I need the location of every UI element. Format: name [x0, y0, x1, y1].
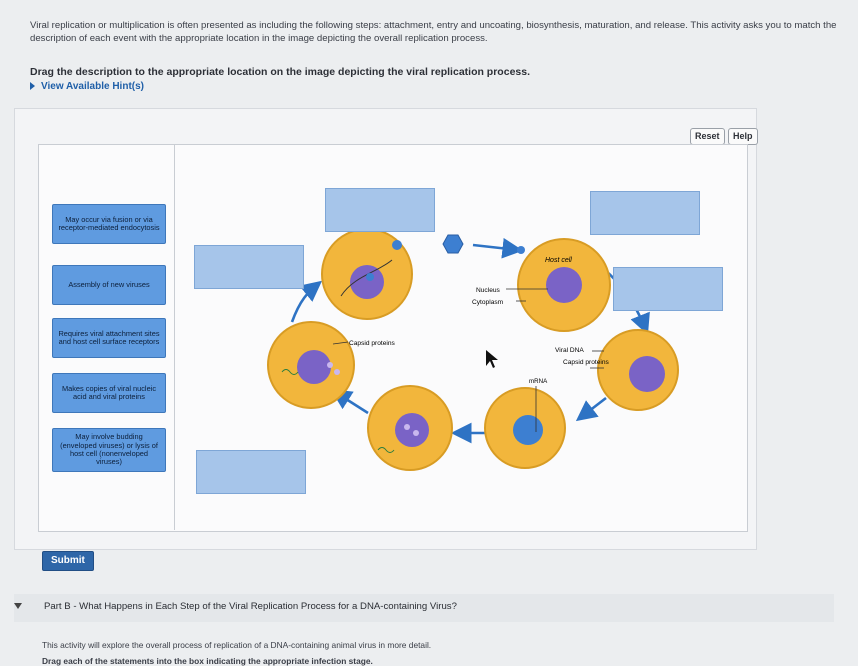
cell-assembly: Capsid proteins: [267, 321, 396, 409]
capsid-proteins-right-label: Capsid proteins: [563, 359, 610, 366]
drag-instructions: Drag the description to the appropriate …: [30, 66, 531, 78]
cell-release: Viral DNA Capsid proteins: [555, 329, 679, 411]
host-cell-label: Host cell: [545, 257, 572, 264]
cytoplasm-label: Cytoplasm: [472, 299, 504, 306]
arrow-virus-to-host: [472, 237, 524, 259]
cell-biosynthesis-left: [367, 385, 453, 471]
dropzone-top-right[interactable]: [590, 191, 700, 235]
free-virus: [442, 234, 464, 254]
nucleus-label: Nucleus: [476, 287, 501, 294]
caret-right-icon: [30, 82, 35, 91]
help-button[interactable]: Help: [728, 128, 758, 145]
instructions-paragraph: Viral replication or multiplication is o…: [30, 20, 837, 44]
viral-dna-label: Viral DNA: [555, 347, 584, 354]
drag-label-entry[interactable]: May occur via fusion or via receptor-med…: [52, 204, 166, 244]
drag-label-release[interactable]: May involve budding (enveloped viruses) …: [52, 428, 166, 472]
view-hints-label: View Available Hint(s): [41, 81, 144, 92]
part-b-drag-instructions: Drag each of the statements into the box…: [42, 656, 373, 666]
cell-biosynthesis-right: mRNA: [484, 378, 566, 469]
part-b-header[interactable]: Part B - What Happens in Each Step of th…: [14, 594, 834, 622]
part-b-description: This activity will explore the overall p…: [42, 640, 432, 650]
submit-button[interactable]: Submit: [42, 551, 94, 571]
view-hints-link[interactable]: View Available Hint(s): [30, 81, 144, 92]
mouse-cursor-icon: [486, 350, 498, 368]
drag-label-attachment[interactable]: Requires viral attachment sites and host…: [52, 318, 166, 358]
label-source-column: [38, 144, 175, 530]
mrna-label: mRNA: [529, 378, 548, 385]
dropzone-top-left[interactable]: [194, 245, 304, 289]
drag-label-assembly[interactable]: Assembly of new viruses: [52, 265, 166, 305]
dropzone-bottom-left[interactable]: [196, 450, 306, 494]
capsid-proteins-label: Capsid proteins: [349, 340, 396, 347]
cell-host: Host cell Nucleus Cytoplasm: [472, 238, 611, 332]
dropzone-right[interactable]: [613, 267, 723, 311]
arrow-right-to-bottom: [575, 396, 607, 422]
drag-label-biosynthesis[interactable]: Makes copies of viral nucleic acid and v…: [52, 373, 166, 413]
dropzone-top-center[interactable]: [325, 188, 435, 232]
part-b-title: Part B - What Happens in Each Step of th…: [44, 601, 457, 612]
caret-down-icon: [14, 603, 22, 609]
cell-attachment: [321, 228, 413, 320]
arrow-release-to-top: [290, 280, 323, 323]
